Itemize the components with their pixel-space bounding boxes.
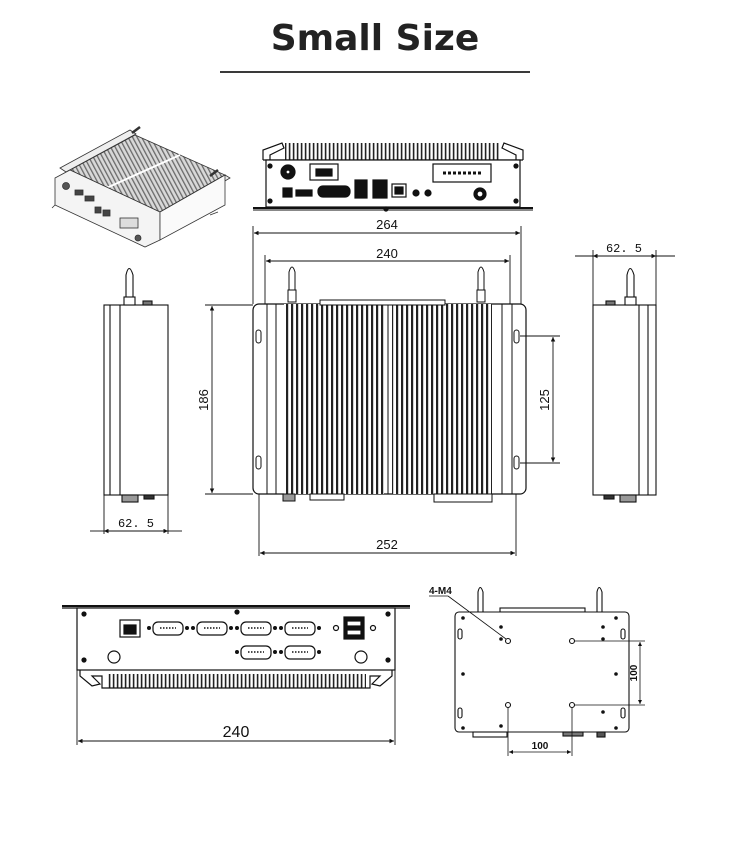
top-view bbox=[252, 266, 527, 503]
isometric-view bbox=[51, 126, 231, 248]
rear-panel-dimensions bbox=[76, 670, 396, 745]
right-side-view bbox=[592, 267, 657, 503]
right-side-dimensions bbox=[575, 250, 675, 305]
bottom-view bbox=[454, 586, 630, 738]
left-side-view bbox=[103, 267, 169, 503]
dim-depth: 186 bbox=[196, 389, 211, 411]
dim-bottom-width: 252 bbox=[376, 537, 398, 552]
dim-mount-spacing: 125 bbox=[537, 389, 552, 411]
title-underline bbox=[220, 71, 530, 73]
dim-right-height: 62. 5 bbox=[606, 242, 642, 256]
top-view-dimensions bbox=[205, 226, 560, 556]
page-title: Small Size bbox=[270, 18, 480, 59]
dim-inner-width: 240 bbox=[376, 246, 398, 261]
rear-panel bbox=[62, 605, 410, 689]
left-side-dimensions bbox=[90, 495, 182, 534]
callout-4-m4: 4-M4 bbox=[429, 586, 452, 597]
front-io-panel bbox=[253, 142, 533, 212]
dim-vesa-vertical: 100 bbox=[629, 664, 640, 681]
dim-rear-width: 240 bbox=[223, 724, 250, 741]
dim-overall-width: 264 bbox=[376, 217, 398, 232]
dim-vesa-horizontal: 100 bbox=[532, 741, 549, 752]
dim-left-height: 62. 5 bbox=[118, 517, 154, 531]
bottom-view-dimensions bbox=[429, 595, 645, 756]
